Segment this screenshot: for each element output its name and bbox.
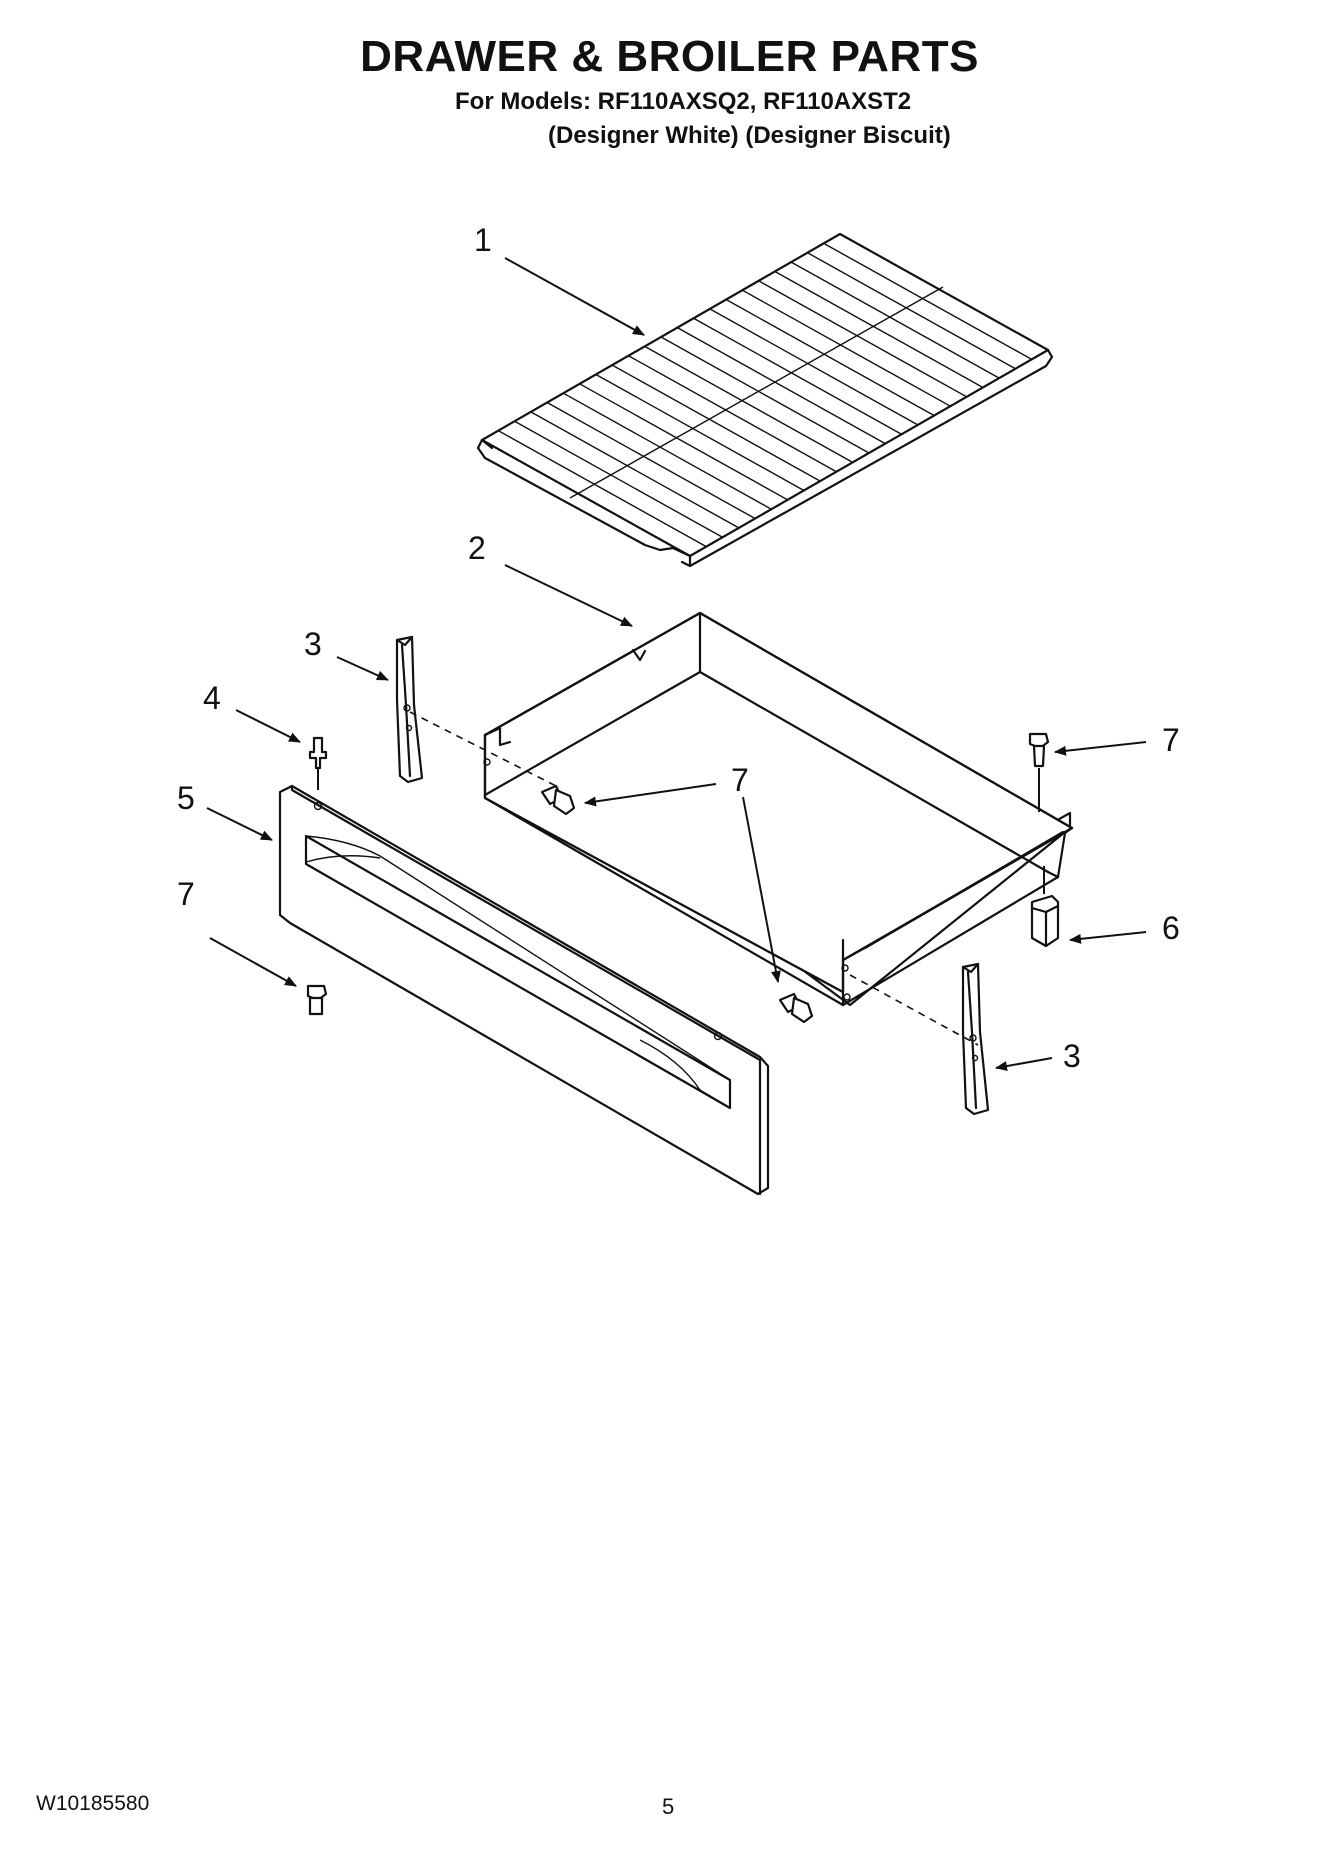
callout-5: 5 bbox=[177, 780, 195, 816]
grid-rib bbox=[807, 252, 1016, 370]
models-line: For Models: RF110AXSQ2, RF110AXST2 bbox=[455, 88, 912, 115]
screw-2 bbox=[778, 992, 814, 1024]
grid-rib bbox=[693, 317, 902, 435]
page-number: 5 bbox=[662, 1794, 675, 1819]
callout-7-center: 7 bbox=[731, 762, 749, 798]
callout-3-left: 3 bbox=[304, 626, 322, 662]
grid-rib bbox=[497, 430, 707, 548]
grid-rib bbox=[774, 270, 984, 389]
callout-7-right: 7 bbox=[1162, 722, 1180, 758]
broiler-grid bbox=[476, 232, 1054, 568]
drawer-glide-right bbox=[961, 962, 990, 1116]
grid-rib bbox=[660, 336, 870, 454]
grid-rib bbox=[514, 420, 723, 538]
grid-rib bbox=[644, 345, 854, 463]
grid-rib bbox=[595, 373, 805, 492]
grid-rib bbox=[725, 298, 935, 417]
callout-2: 2 bbox=[468, 530, 486, 566]
drawer-glide-left bbox=[395, 635, 424, 784]
screw-1 bbox=[540, 784, 576, 816]
callout-1: 1 bbox=[474, 222, 492, 258]
document-number: W10185580 bbox=[36, 1792, 150, 1815]
clip bbox=[1030, 866, 1060, 948]
grid-rib bbox=[823, 242, 1033, 360]
grid-rib bbox=[611, 364, 821, 482]
grid-rib bbox=[742, 289, 951, 407]
broiler-pan bbox=[483, 611, 1074, 1007]
drawer-front-panel bbox=[278, 784, 770, 1196]
stud bbox=[308, 736, 328, 790]
screw-3 bbox=[1028, 732, 1050, 812]
grid-rib bbox=[628, 355, 837, 473]
callout-7-left: 7 bbox=[177, 876, 195, 912]
screw-4 bbox=[306, 984, 328, 1016]
callout-4: 4 bbox=[203, 680, 221, 716]
grid-rib bbox=[676, 327, 886, 445]
grid-rib bbox=[530, 411, 740, 529]
callout-6: 6 bbox=[1162, 910, 1180, 946]
page-title: DRAWER & BROILER PARTS bbox=[360, 32, 979, 81]
grid-rib bbox=[758, 280, 967, 398]
grid-rib bbox=[709, 308, 919, 426]
leader-lines bbox=[206, 257, 1147, 1071]
grid-rib bbox=[579, 383, 788, 501]
colors-line: (Designer White) (Designer Biscuit) bbox=[548, 122, 951, 149]
grid-rib bbox=[563, 392, 772, 510]
grid-rib bbox=[790, 261, 1000, 379]
grid-rib bbox=[546, 401, 756, 520]
callout-3-right: 3 bbox=[1063, 1038, 1081, 1074]
